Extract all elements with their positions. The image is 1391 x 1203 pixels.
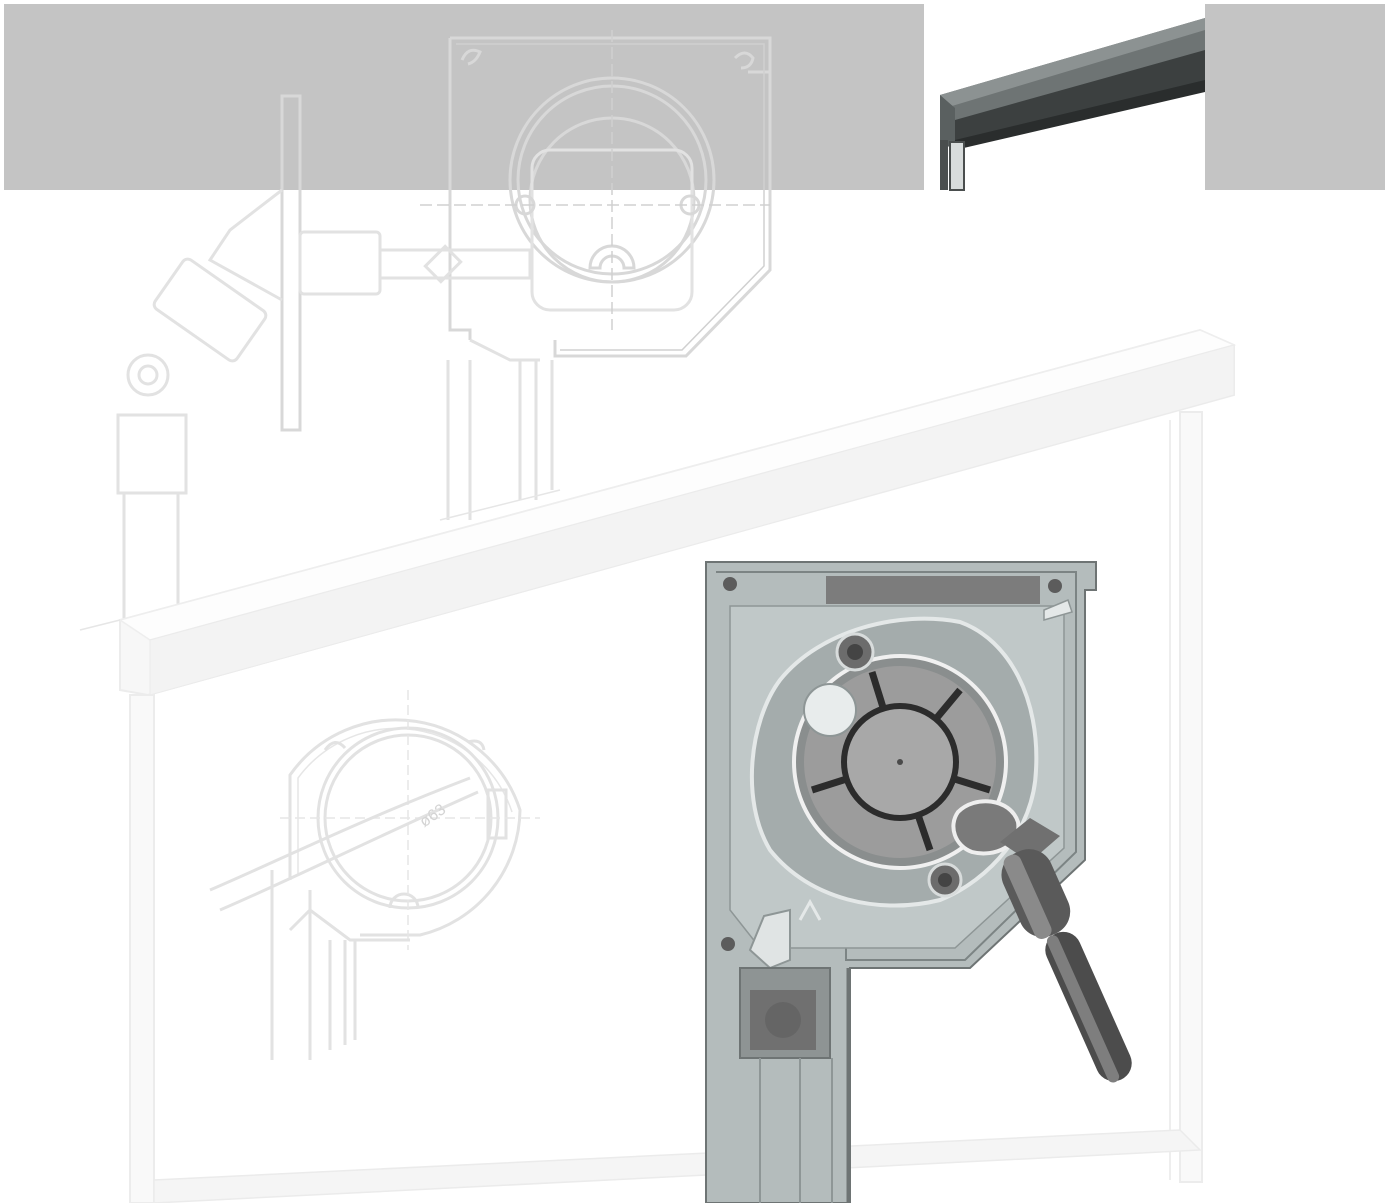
crank-handle (1000, 818, 1132, 1083)
roller-outline-drawing: ø63 (209, 690, 540, 1060)
cassette-cross-section (705, 561, 1097, 1203)
gear-assembly-outline (116, 94, 561, 620)
top-grey-band-right (1205, 4, 1385, 190)
top-cassette-outline (420, 30, 772, 362)
rail-render-3d (940, 18, 1205, 191)
cassette-beam-3d (79, 328, 1237, 1203)
